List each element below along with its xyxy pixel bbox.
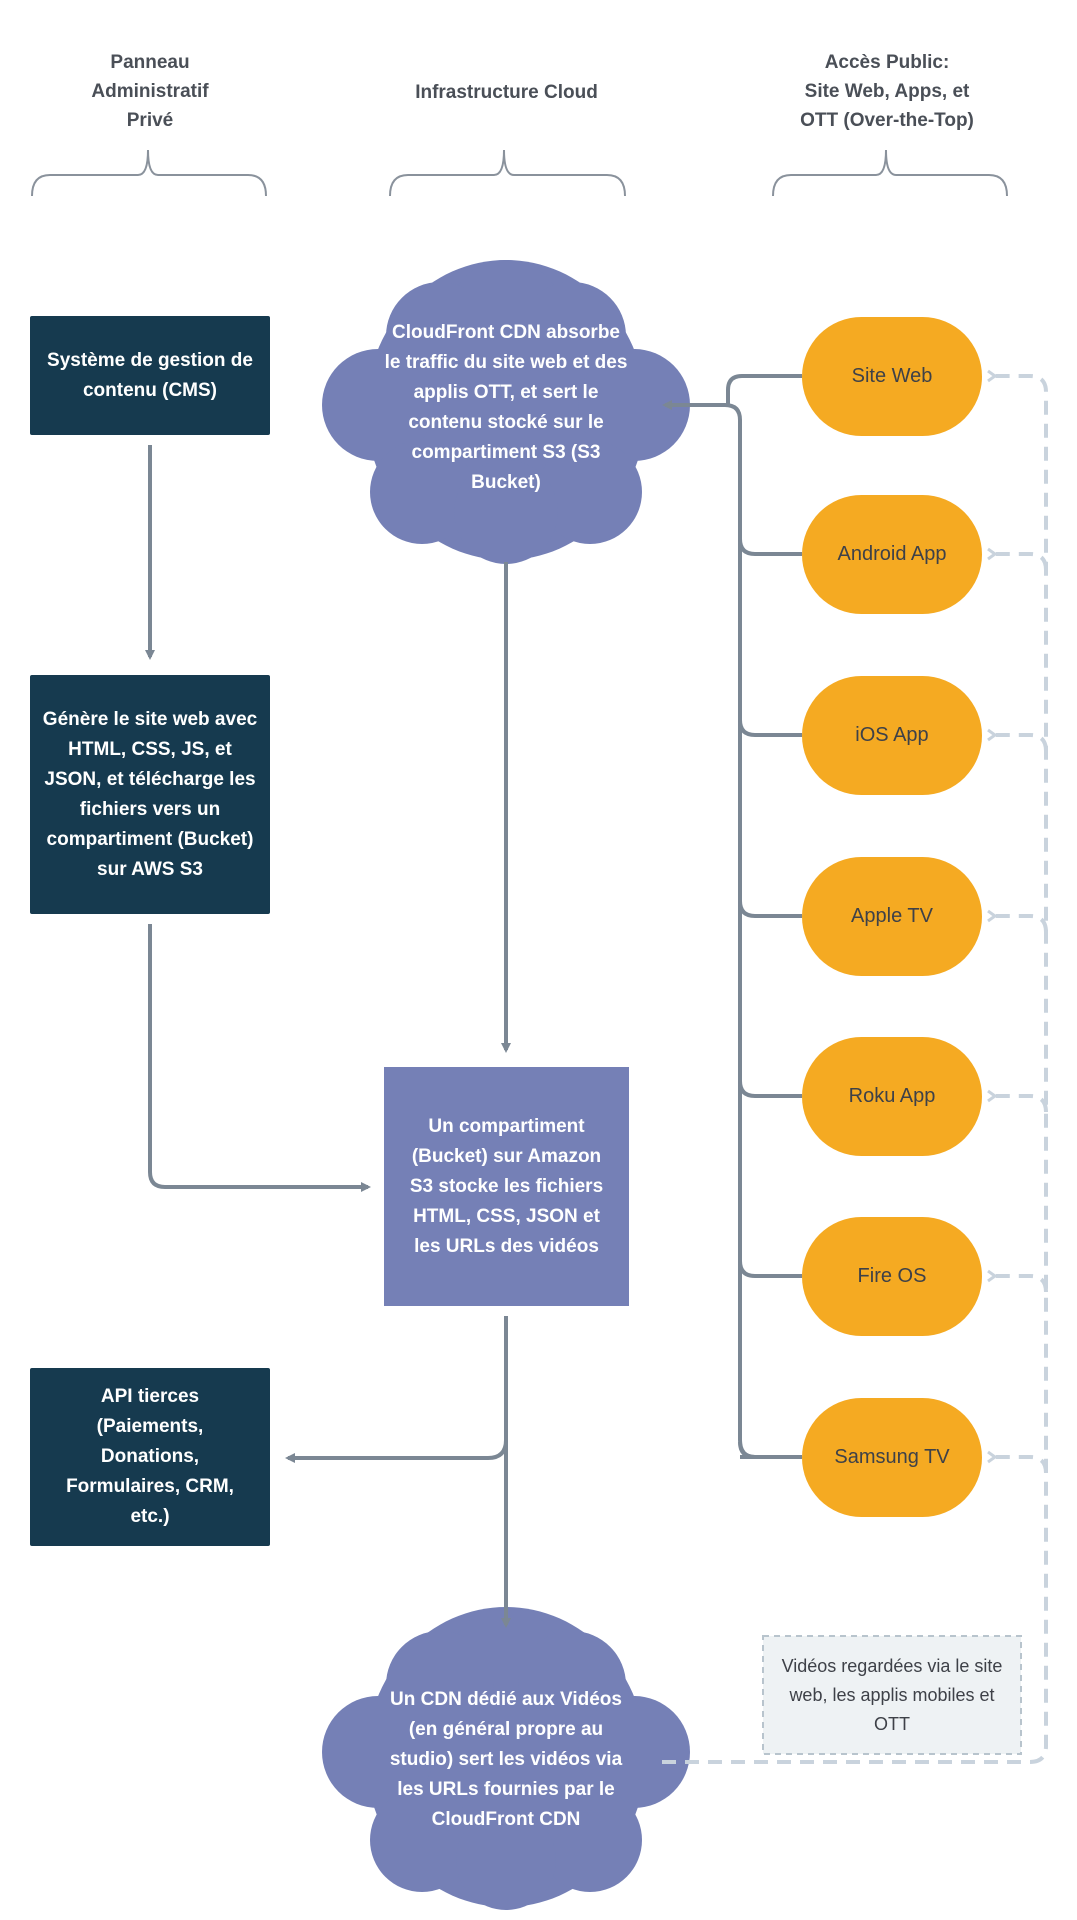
dashed-video-return-line <box>662 369 1048 1764</box>
dashed-to-android <box>987 547 1048 571</box>
dashed-to-apple-tv <box>987 909 1048 933</box>
video-cdn-cloud <box>322 1607 690 1910</box>
fire-os-pill <box>802 1217 982 1336</box>
public-column-header: Accès Public: Site Web, Apps, et OTT (Ov… <box>800 52 974 131</box>
third-party-api-label: API tierces (Paiements, Donations, Formu… <box>66 1386 234 1527</box>
arrow-s3-to-api <box>285 1439 508 1463</box>
dashed-to-ios <box>987 728 1048 752</box>
generate-box <box>30 675 270 914</box>
ios-app-label: iOS App <box>855 724 929 746</box>
video-cdn-label: Un CDN dédié aux Vidéos (en général prop… <box>389 1689 623 1830</box>
samsung-branch <box>738 1441 802 1459</box>
s3-bucket-box <box>384 1067 629 1306</box>
samsung-tv-pill <box>802 1398 982 1517</box>
cloudfront-cloud <box>322 260 690 564</box>
note-label: Vidéos regardées via le site web, les ap… <box>781 1655 1003 1734</box>
ios-app-pill <box>802 676 982 795</box>
site-web-label: Site Web <box>851 365 933 387</box>
apple-tv-branch <box>738 900 802 918</box>
apple-tv-label: Apple TV <box>851 905 933 927</box>
samsung-tv-label: Samsung TV <box>834 1446 950 1468</box>
generate-label: Génère le site web avec HTML, CSS, JS, e… <box>42 708 258 880</box>
dashed-to-samsung <box>987 1450 1048 1474</box>
cloud-column-brace <box>389 149 626 197</box>
admin-column-brace <box>31 149 267 197</box>
s3-bucket-label: Un compartiment (Bucket) sur Amazon S3 s… <box>409 1115 604 1257</box>
roku-app-label: Roku App <box>848 1085 936 1107</box>
cms-box <box>30 316 270 435</box>
cloudfront-label: CloudFront CDN absorbe le traffic du sit… <box>384 322 628 493</box>
android-app-label: Android App <box>837 543 947 565</box>
dashed-to-roku <box>987 1089 1048 1113</box>
site-web-branch <box>726 374 802 405</box>
dashed-to-fire-os <box>987 1269 1048 1293</box>
arrow-generate-to-s3 <box>148 924 371 1192</box>
roku-branch <box>738 1080 802 1098</box>
cloud-column-header: Infrastructure Cloud <box>415 82 598 103</box>
third-party-api-box <box>30 1368 270 1546</box>
admin-column-header: Panneau Administratif Privé <box>91 52 209 131</box>
ios-branch <box>738 719 802 737</box>
arrow-apps-to-cloudfront <box>662 400 756 1459</box>
fire-os-branch <box>738 1260 802 1278</box>
public-column-brace <box>772 149 1008 197</box>
note-box <box>762 1635 1022 1755</box>
android-app-pill <box>802 495 982 614</box>
fire-os-label: Fire OS <box>857 1265 927 1287</box>
roku-app-pill <box>802 1037 982 1156</box>
android-branch <box>738 538 802 556</box>
site-web-pill <box>802 317 982 436</box>
apple-tv-pill <box>802 857 982 976</box>
cms-label: Système de gestion de contenu (CMS) <box>47 349 253 401</box>
